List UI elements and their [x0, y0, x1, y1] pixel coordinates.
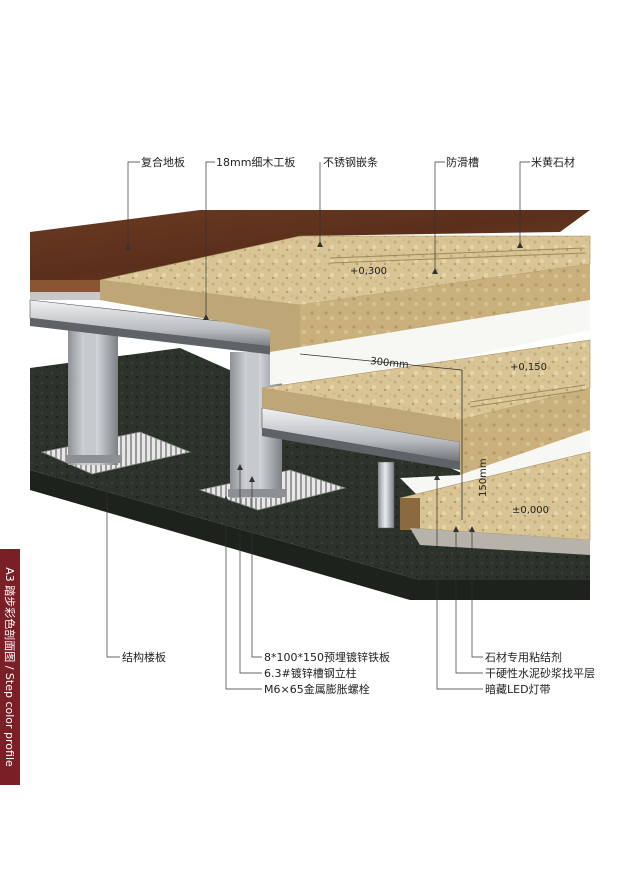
leader-lines-top [127, 161, 530, 318]
channel-beam-upper-lip [30, 318, 300, 358]
stone-front-middle [262, 388, 460, 442]
stone-nosing-upper [300, 264, 590, 352]
label-led-strip: 暗藏LED灯带 [485, 682, 551, 696]
label-expansion-bolt: M6×65金属膨胀螺栓 [264, 682, 370, 696]
composite-floor-top [30, 210, 590, 280]
label-dry-mortar: 干硬性水泥砂浆找平层 [485, 666, 595, 680]
dimension-line-tread [299, 353, 463, 371]
label-steel-post: 6.3#镀锌槽钢立柱 [264, 666, 357, 680]
label-embedded-plate: 8*100*150预埋镀锌铁板 [264, 650, 390, 664]
dimension-tread-label: 300mm [370, 356, 410, 371]
composite-floor-edge [30, 280, 110, 292]
mortar-layer [410, 528, 590, 555]
label-beige-stone: 米黄石材 [531, 155, 575, 169]
stone-front-upper [100, 280, 300, 352]
plywood-layer [30, 292, 110, 300]
steel-post-left [66, 325, 122, 465]
led-cavity-upper [270, 300, 590, 385]
label-blockboard: 18mm细木工板 [216, 155, 295, 169]
channel-beam-middle-lip [262, 428, 460, 470]
leader-lines-bottom [106, 468, 483, 690]
structure-slab-edge [30, 470, 590, 600]
stone-nosing-middle [460, 388, 590, 475]
side-tab-title: A3 踏步彩色剖面图 / Step color profile [3, 567, 16, 767]
anti-slip-groove-middle-a [469, 384, 586, 403]
anti-slip-groove-upper-a [329, 247, 586, 259]
steel-post-right [228, 352, 286, 498]
anti-slip-groove-middle-b [469, 389, 586, 408]
label-stone-adhesive: 石材专用粘结剂 [485, 650, 562, 664]
stone-tread-middle [261, 339, 591, 421]
hanging-bracket [377, 461, 395, 529]
label-anti-slip-groove: 防滑槽 [446, 155, 479, 169]
level-lower: ±0,000 [512, 505, 549, 516]
stone-front-lower [400, 498, 420, 530]
anti-slip-groove-upper-b [329, 252, 586, 264]
label-composite-floor: 复合地板 [141, 155, 185, 169]
label-structure-slab: 结构楼板 [122, 650, 166, 664]
leader-arrows [104, 241, 523, 532]
side-tab [0, 549, 20, 785]
level-upper: +0,300 [350, 266, 387, 277]
led-cavity-lower [400, 430, 590, 498]
level-middle: +0,150 [510, 362, 547, 373]
dimension-riser-label: 150mm [478, 458, 489, 497]
label-stainless-strip: 不锈钢嵌条 [323, 155, 378, 169]
